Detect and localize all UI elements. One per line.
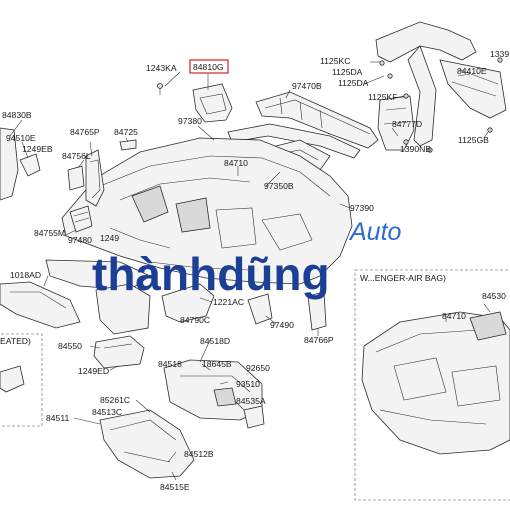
- label-1125gb: 1125GB: [458, 135, 489, 145]
- part-panel-84535a: [243, 405, 265, 429]
- brand-watermark-sub: Auto: [348, 218, 402, 246]
- part-duct-97470b: [255, 91, 379, 149]
- label-85261c: 85261C: [100, 395, 130, 405]
- label-97380: 97380: [178, 116, 202, 126]
- label-97490: 97490: [270, 320, 294, 330]
- label-1125kc: 1125KC: [320, 56, 350, 66]
- label-84512b: 84512B: [184, 449, 214, 459]
- heated-box-title: EATED): [0, 336, 31, 346]
- part-garnish-84756l: [67, 165, 85, 191]
- label-84777d: 84777D: [392, 119, 422, 129]
- brand-watermark-main: thànhdũng: [92, 248, 330, 300]
- part-glove-box-84790c: [95, 283, 151, 335]
- label-1390nb: 1390NB: [400, 144, 431, 154]
- label-84535a: 84535A: [236, 396, 266, 406]
- label-84790c: 84790C: [180, 315, 210, 325]
- label-93510: 93510: [236, 379, 260, 389]
- brand-watermark: Auto thànhdũng: [92, 218, 402, 300]
- label-1018ad: 1018AD: [10, 270, 41, 280]
- label-84710-box: 84710: [442, 311, 466, 321]
- heated-inset-box: [0, 333, 43, 427]
- part-bolts-1125: [379, 57, 503, 153]
- label-1339: 1339: [490, 49, 509, 59]
- label-97390: 97390: [350, 203, 374, 213]
- label-84755m: 84755M: [34, 228, 65, 238]
- passenger-airbag-inset-box: [354, 269, 510, 501]
- label-94510e: 94510E: [6, 133, 36, 143]
- label-1125kf: 1125KF: [368, 92, 397, 102]
- label-84710-main: 84710: [224, 158, 248, 168]
- label-84530: 84530: [482, 291, 506, 301]
- part-tray-84550: [93, 335, 145, 369]
- part-vent-97480: [69, 205, 93, 233]
- label-84511: 84511: [46, 413, 69, 423]
- label-18645b: 18645B: [202, 359, 232, 369]
- label-92650: 92650: [246, 363, 270, 373]
- part-cover-84766p: [307, 291, 327, 331]
- label-84766p: 84766P: [304, 335, 334, 345]
- part-side-cover-84765p: [85, 149, 105, 207]
- label-84410e: 84410E: [457, 66, 487, 76]
- label-97470b: 97470B: [292, 81, 322, 91]
- label-84518d: 84518D: [200, 336, 230, 346]
- label-1249ed: 1249ED: [78, 366, 109, 376]
- label-84765p: 84765P: [70, 127, 100, 137]
- label-1249-partial: 1249: [100, 233, 119, 243]
- label-1249eb: 1249EB: [22, 144, 53, 154]
- part-screw-1243ka: [157, 83, 163, 95]
- label-84830b: 84830B: [2, 110, 32, 120]
- label-84513c: 84513C: [92, 407, 122, 417]
- label-1243ka: 1243KA: [146, 63, 177, 73]
- part-cowl-crossbar-84410e: [375, 21, 507, 151]
- part-crash-pad-84710: [61, 137, 353, 285]
- label-84550: 84550: [58, 341, 82, 351]
- part-vent-97490: [247, 293, 273, 325]
- highlight-box-84810g: [189, 59, 229, 74]
- label-1221ac: 1221AC: [213, 297, 244, 307]
- part-labels: 84810G 1243KA 84830B 94510E 1249EB 84765…: [2, 49, 509, 492]
- label-97480: 97480: [68, 235, 92, 245]
- part-panel-84830b: [0, 127, 19, 201]
- part-glove-box-84511: [99, 409, 195, 479]
- label-1125da-b: 1125DA: [338, 78, 369, 88]
- part-lower-pad-84518d: [163, 359, 263, 421]
- part-cluster-94510e: [19, 153, 41, 177]
- part-panel-1018ad: [0, 281, 81, 329]
- passenger-airbag-box-title: W...ENGER-AIR BAG): [360, 273, 446, 283]
- label-84725: 84725: [114, 127, 138, 137]
- label-84756l: 84756L: [62, 151, 91, 161]
- part-center-panel: [161, 283, 215, 323]
- part-bezel-84810g: [192, 83, 233, 123]
- part-bracket-84725: [119, 139, 137, 151]
- label-97350b: 97350B: [264, 181, 294, 191]
- leader-lines: [9, 61, 491, 481]
- label-1125da-a: 1125DA: [332, 67, 363, 77]
- label-84515e: 84515E: [160, 482, 190, 492]
- label-84810g: 84810G: [193, 62, 224, 72]
- label-84518: 84518: [158, 359, 182, 369]
